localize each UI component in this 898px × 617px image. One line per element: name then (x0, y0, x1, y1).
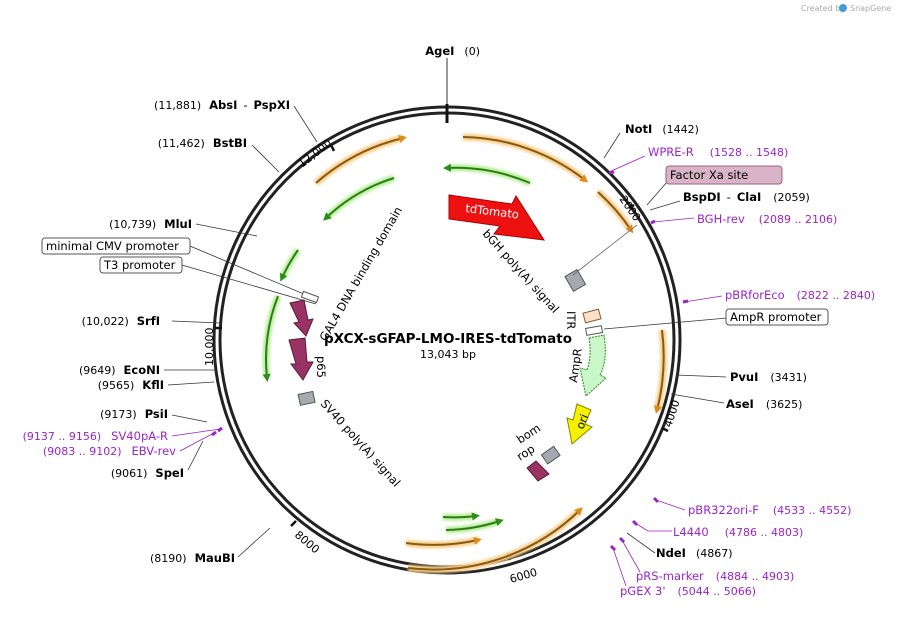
primer-line-pbrforeco (683, 295, 723, 303)
ampr-feature (579, 334, 607, 397)
plasmid-name: pXCX-sGFAP-LMO-IRES-tdTomato (324, 331, 572, 347)
site-line-asei (670, 393, 725, 404)
ampr-promoter-box (725, 308, 829, 326)
primer-mark-pbr322 (652, 496, 660, 504)
primer-mark-sv40par (217, 426, 223, 433)
amprpromoter-leader (603, 317, 728, 330)
ampr-promoter-label: AmpR promoter (730, 310, 822, 324)
primer-line-bgh (652, 217, 695, 223)
primer-line-sv40par (171, 428, 221, 437)
primer-line-ebv (179, 432, 215, 452)
factorxa-leader (646, 181, 668, 206)
primer-sv40pa-r: (9137 .. 9156)SV40pA-R (23, 429, 168, 443)
itr-feature (582, 308, 602, 324)
rop-feature (526, 460, 550, 482)
t3-leader (181, 264, 317, 305)
ori-feature (566, 403, 593, 445)
factor-xa-box (665, 165, 783, 185)
site-noti: NotI(1442) (625, 122, 699, 136)
site-line-ndei (626, 532, 656, 554)
primer-mark-ebv (211, 430, 217, 437)
site-srfi: (10,022)SrfI (82, 314, 160, 328)
cmv-leader (189, 245, 319, 301)
site-line-srfi (171, 320, 221, 324)
site-line-bspdi (649, 200, 681, 211)
bgh-label: bGH poly(A) signal (480, 227, 562, 316)
ampr-label: AmpR (566, 347, 585, 383)
site-line-maubi (237, 527, 271, 558)
site-line-mlui (195, 223, 258, 237)
ampr-promoter-feature (585, 325, 604, 336)
primer-prs-marker: pRS-marker(4884 .. 4903) (636, 569, 794, 583)
primer-mark-pbrforeco (682, 299, 689, 304)
site-agei: AgeI(0) (425, 44, 480, 58)
ori-label: ori (573, 412, 592, 431)
plasmid-length: 13,043 bp (420, 348, 476, 361)
bom-feature (540, 445, 561, 465)
site-absi-pspxi: (11,881)AbsI-PspXI (154, 98, 290, 112)
primer-mark-l4440 (631, 519, 639, 527)
bgh-leader (572, 224, 638, 276)
itr-label: ITR (564, 311, 578, 329)
sv40-feature (297, 390, 316, 406)
site-line-spei (187, 440, 204, 471)
green-arcs (262, 163, 532, 534)
tick-12000: 12,000 (296, 136, 334, 170)
primer-mark-wpre (608, 170, 615, 175)
minimal-cmv-label: minimal CMV promoter (46, 239, 179, 253)
primer-mark-bgh (650, 219, 656, 225)
tdtomato-label: tdTomato (465, 201, 520, 221)
primer-pbrforeco: pBRforEco(2822 .. 2840) (725, 288, 875, 302)
primer-line-prs (621, 539, 641, 573)
credit-prefix: Created by (801, 4, 845, 13)
site-psii: (9173)PsiI (100, 407, 168, 421)
primer-pbr322ori-f: pBR322ori-F(4533 .. 4552) (688, 503, 851, 517)
primer-line-pbr322 (655, 499, 686, 511)
site-line-absi (293, 105, 318, 143)
site-pvui: PvuI(3431) (730, 370, 807, 384)
primer-wpre-r: WPRE-R(1528 .. 1548) (648, 145, 788, 159)
site-econi: (9649)EcoNI (79, 363, 160, 377)
site-bstbi: (11,462)BstBI (158, 136, 247, 150)
p65-label: p65 (314, 356, 328, 378)
site-line-kfli (167, 381, 215, 386)
rop-label: rop (514, 442, 537, 464)
site-line-bstbi (251, 144, 280, 173)
sv40-label: SV40 poly(A) signal (318, 397, 404, 490)
t3-promoter-label: T3 promoter (103, 258, 176, 272)
site-spei: (9061)SpeI (111, 466, 184, 480)
tick-6000: 6000 (508, 566, 538, 586)
gal4-label: GAL4 DNA binding domain (316, 204, 404, 343)
minimal-cmv-box (41, 237, 191, 255)
site-bspdi-clai: BspDI-ClaI(2059) (683, 190, 810, 204)
primer-mark-pgex (609, 544, 617, 552)
primer-line-pgex (612, 547, 627, 587)
site-maubi: (8190)MauBI (150, 551, 235, 565)
snapgene-logo-icon (839, 4, 847, 12)
primer-ebv-rev: (9083 .. 9102)EBV-rev (43, 444, 176, 458)
site-kfli: (9565)KflI (98, 378, 164, 392)
site-asei: AseI(3625) (726, 397, 802, 411)
site-line-pvui (675, 374, 727, 378)
credit-brand: SnapGene (850, 4, 891, 13)
primer-mark-prs (618, 536, 626, 544)
cmv-feature (300, 290, 320, 304)
primer-pgex-3: pGEX 3'(5044 .. 5066) (620, 584, 756, 598)
p65-feature (288, 337, 314, 381)
site-line-noti (603, 132, 621, 159)
tick-10000: 10,000 (203, 328, 216, 367)
site-ndei: NdeI(4867) (656, 546, 733, 560)
site-mlui: (10,739)MluI (109, 217, 192, 231)
t3-promoter-box (99, 256, 183, 274)
gal4-feature (289, 299, 314, 337)
primer-bgh-rev: BGH-rev(2089 .. 2106) (697, 212, 837, 226)
bgh-feature (564, 268, 587, 292)
site-line-psii (171, 414, 208, 423)
primer-line-wpre (608, 155, 646, 173)
factor-xa-label: Factor Xa site (670, 168, 748, 182)
primer-l4440: L4440(4786 .. 4803) (673, 525, 803, 539)
orange-arcs (313, 133, 668, 574)
tdtomato-feature (448, 194, 545, 241)
